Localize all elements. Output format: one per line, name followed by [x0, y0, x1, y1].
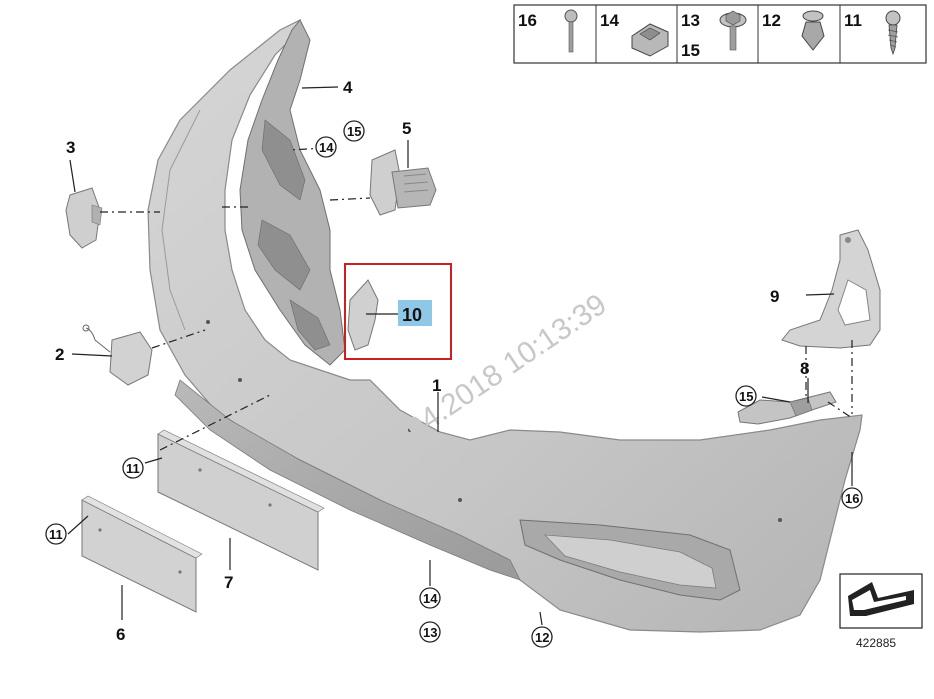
legend-number: 11: [844, 11, 862, 30]
callout-11-base[interactable]: 11: [49, 527, 63, 542]
callout-14-carrier[interactable]: 14: [319, 140, 334, 155]
legend-number: 16: [518, 11, 537, 30]
callout-2[interactable]: 2: [55, 345, 64, 364]
callout-4[interactable]: 4: [343, 78, 353, 97]
callout-9[interactable]: 9: [770, 287, 779, 306]
callout-10[interactable]: 10: [402, 305, 422, 325]
legend-number: 15: [681, 41, 700, 60]
part-8-guide: [737, 391, 837, 425]
callout-8[interactable]: 8: [800, 359, 809, 378]
callout-12-bottom[interactable]: 12: [535, 630, 549, 645]
diagram-id-box: [839, 573, 923, 629]
callout-7[interactable]: 7: [224, 573, 233, 592]
callout-5[interactable]: 5: [402, 119, 411, 138]
bumper-cover: [147, 19, 863, 633]
callout-6[interactable]: 6: [116, 625, 125, 644]
callout-1[interactable]: 1: [432, 376, 441, 395]
callout-15-guide[interactable]: 15: [739, 389, 753, 404]
part-9-side-bracket: [781, 229, 881, 349]
clip-nut-icon: [631, 23, 669, 57]
self-tapping-screw-icon: [885, 10, 901, 56]
hardware-legend: 16 14 13 15 12 11: [513, 4, 927, 64]
callout-11-bracket[interactable]: 11: [126, 461, 140, 476]
legend-number: 14: [600, 11, 619, 30]
expansion-rivet-icon: [801, 10, 825, 51]
legend-number: 13: [681, 11, 700, 30]
callout-16-side[interactable]: 16: [845, 491, 859, 506]
diagram-number: 422885: [856, 636, 896, 650]
callout-3[interactable]: 3: [66, 138, 75, 157]
highlight-box[interactable]: [344, 263, 452, 360]
long-screw-icon: [564, 9, 578, 53]
part-3-cover: [65, 187, 103, 249]
circle-callouts: [45, 120, 863, 648]
part-10-trim: [347, 279, 379, 351]
callout-14-bottom[interactable]: 14: [423, 591, 438, 606]
callout-15-carrier[interactable]: 15: [347, 124, 361, 139]
part-2-tow-hook-cap: [82, 324, 153, 386]
hex-flange-screw-icon: [719, 10, 747, 51]
legend-number: 12: [762, 11, 781, 30]
bumper-carrier: [239, 19, 346, 366]
part-10-label-highlight: [398, 300, 432, 326]
part-5-bracket: [369, 149, 437, 216]
leader-lines: [67, 86, 853, 626]
part-7-license-bracket: [157, 429, 325, 571]
timestamp-watermark: 04.2018 10:13:39: [400, 288, 612, 446]
part-6-license-plate-base: [81, 495, 203, 613]
callout-13-bottom[interactable]: 13: [423, 625, 437, 640]
